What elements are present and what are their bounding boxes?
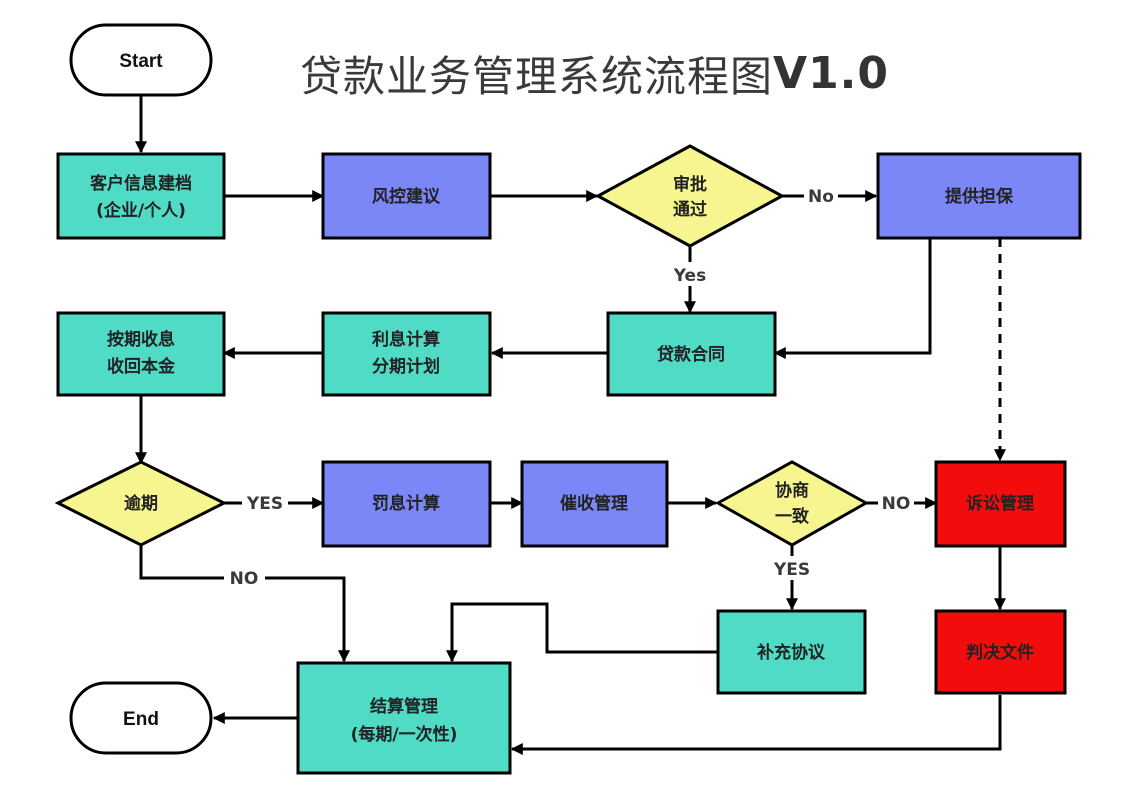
start-node [69,23,213,97]
interest-calc-box [321,311,492,397]
edge-label-overdue-yes: YES [246,494,283,514]
litigation-label: 诉讼管理 [966,493,1034,514]
overdue-diamond [54,460,228,547]
negotiate-label-1: 协商 [775,480,809,501]
litigation-box [934,460,1067,548]
loan-contract-label: 贷款合同 [657,344,725,365]
settlement-box [296,661,512,775]
guarantee-label: 提供担保 [945,186,1014,207]
interest-calc-label-1: 利息计算 [372,329,440,350]
risk-advice-box [321,152,492,240]
interest-calc-label-2: 分期计划 [372,356,440,377]
collect-label-2: 收回本金 [107,356,176,377]
edge-judgment-to-settlement [510,695,1002,755]
judgment-label: 判决文件 [966,642,1034,663]
negotiate-diamond [714,460,870,547]
edge-overdue-no-a [139,546,224,580]
end-node [69,681,213,755]
edge-label-approval-yes: Yes [673,266,706,286]
negotiate-label-2: 一致 [775,506,810,527]
edge-overdue-no-b [265,576,350,663]
edge-guarantee-to-contract [773,238,932,359]
penalty-label: 罚息计算 [372,493,440,514]
edge-label-negotiate-no: NO [882,494,911,514]
collect-label-1: 按期收息 [107,329,175,350]
approval-diamond [594,144,786,248]
supplement-label: 补充协议 [756,642,826,663]
approval-label-2: 通过 [673,200,707,220]
overdue-label: 逾期 [124,493,158,514]
edge-supplement-to-settlement [446,602,718,663]
title-main: 贷款业务管理系统流程图 [300,51,774,101]
penalty-box [321,460,492,548]
supplement-box [716,609,867,695]
approval-label-1: 审批 [673,174,707,195]
judgment-box [934,609,1067,695]
collect-box [56,311,226,397]
collection-box [520,460,669,548]
customer-info-box [56,152,226,240]
loan-contract-box [606,311,777,397]
edge-label-approval-no: No [808,187,834,207]
edge-label-negotiate-yes: YES [773,560,810,580]
start-label: Start [119,51,163,72]
settlement-label-1: 结算管理 [370,696,438,717]
edge-label-overdue-no: NO [230,569,259,589]
settlement-label-2: (每期/一次性) [351,724,458,745]
collection-label: 催收管理 [560,493,628,514]
title-version: V1.0 [773,47,890,99]
end-label: End [123,709,159,730]
customer-info-label-1: 客户信息建档 [89,173,192,194]
risk-advice-label: 风控建议 [372,186,441,207]
guarantee-box [876,152,1082,240]
customer-info-label-2: (企业/个人) [96,200,186,221]
